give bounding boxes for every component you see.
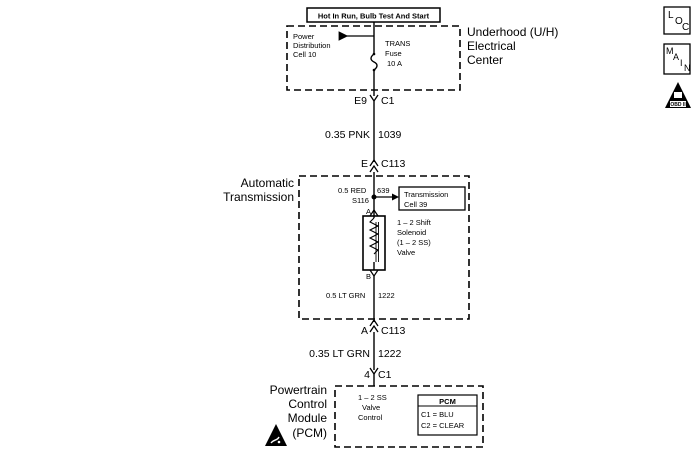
svg-text:Control: Control xyxy=(288,397,327,411)
connector-c113-bottom-pin: A xyxy=(361,325,368,337)
wire-1222-circuit: 1222 xyxy=(378,348,402,360)
svg-text:Module: Module xyxy=(288,411,328,425)
svg-text:Valve: Valve xyxy=(397,248,415,257)
svg-text:(PCM): (PCM) xyxy=(292,426,327,440)
connector-e9-name: C1 xyxy=(381,95,395,107)
svg-text:Solenoid: Solenoid xyxy=(397,228,426,237)
connector-c113-top-name: C113 xyxy=(381,158,405,170)
splice-wire-label: 0.5 RED xyxy=(338,186,367,195)
main-icon: M A I N xyxy=(663,43,691,75)
svg-text:C: C xyxy=(682,22,689,33)
svg-text:Distribution: Distribution xyxy=(293,41,331,50)
connector-c113-top-symbol xyxy=(369,158,379,173)
fuse-label: TRANS Fuse 10 A xyxy=(385,39,410,68)
pcm-legend-box xyxy=(417,394,478,436)
transmission-title: Automatic Transmission xyxy=(223,176,294,204)
svg-text:Cell 10: Cell 10 xyxy=(293,50,316,59)
header-label: Hot In Run, Bulb Test And Start xyxy=(318,12,430,21)
solenoid-coil-icon xyxy=(368,217,380,255)
splice-id: S116 xyxy=(352,196,369,205)
svg-text:Valve: Valve xyxy=(362,403,380,412)
power-distribution-label: Power Distribution Cell 10 xyxy=(293,32,331,59)
svg-text:Center: Center xyxy=(467,53,503,67)
svg-text:Electrical: Electrical xyxy=(467,39,516,53)
solenoid-pin-b: B xyxy=(366,272,371,281)
svg-text:10 A: 10 A xyxy=(387,59,402,68)
svg-text:C1 = BLU: C1 = BLU xyxy=(421,410,454,419)
connector-c113-top-pin: E xyxy=(361,158,368,170)
svg-text:Transmission: Transmission xyxy=(404,190,448,199)
connector-e9-pin: E9 xyxy=(354,95,367,107)
svg-text:C2 = CLEAR: C2 = CLEAR xyxy=(421,421,465,430)
pcm-legend-title: PCM xyxy=(439,397,456,406)
pcm-box xyxy=(334,385,484,448)
svg-text:OBD II: OBD II xyxy=(670,102,686,108)
valve-control-label: 1 – 2 SS Valve Control xyxy=(358,393,387,422)
svg-text:1 – 2 SS: 1 – 2 SS xyxy=(358,393,387,402)
wire-1039-label: 0.35 PNK xyxy=(325,129,370,141)
svg-text:Cell 39: Cell 39 xyxy=(404,200,427,209)
pcm-title: Powertrain Control Module (PCM) xyxy=(270,383,328,440)
esd-warning-icon xyxy=(265,424,287,446)
transmission-cell-label: Transmission Cell 39 xyxy=(404,190,448,209)
svg-text:Control: Control xyxy=(358,413,383,422)
svg-text:N: N xyxy=(684,63,691,73)
svg-text:O: O xyxy=(675,16,683,27)
underhood-title: Underhood (U/H) Electrical Center xyxy=(467,25,558,67)
loc-icon: L O C xyxy=(663,6,691,35)
svg-text:L: L xyxy=(668,10,674,21)
fuse-icon xyxy=(370,53,378,71)
svg-text:Transmission: Transmission xyxy=(223,190,294,204)
obd-ii-icon: OBD II xyxy=(665,82,691,108)
svg-text:1 – 2 Shift: 1 – 2 Shift xyxy=(397,218,432,227)
svg-text:Fuse: Fuse xyxy=(385,49,402,58)
svg-text:Power: Power xyxy=(293,32,315,41)
svg-text:M: M xyxy=(666,46,674,56)
splice-circuit: 639 xyxy=(377,186,390,195)
svg-text:Underhood (U/H): Underhood (U/H) xyxy=(467,25,558,39)
svg-text:A: A xyxy=(673,52,679,62)
wire-inside-label: 0.5 LT GRN xyxy=(326,291,365,300)
svg-text:Automatic: Automatic xyxy=(241,176,294,190)
wire-1039-circuit: 1039 xyxy=(378,129,402,141)
pcm-legend-lines: C1 = BLU C2 = CLEAR xyxy=(421,410,465,430)
connector-c113-bottom-symbol xyxy=(369,318,379,333)
svg-text:(1 – 2 SS): (1 – 2 SS) xyxy=(397,238,431,247)
transmission-cell-box xyxy=(398,186,466,211)
wire-1222-label: 0.35 LT GRN xyxy=(309,348,370,360)
svg-text:Powertrain: Powertrain xyxy=(270,383,327,397)
solenoid-label: 1 – 2 Shift Solenoid (1 – 2 SS) Valve xyxy=(397,218,432,257)
wire-inside-circuit: 1222 xyxy=(378,291,395,300)
transmission-box xyxy=(298,175,470,320)
svg-text:I: I xyxy=(680,58,683,68)
connector-pcm-pin: 4 xyxy=(364,369,370,381)
svg-text:TRANS: TRANS xyxy=(385,39,410,48)
solenoid-pin-a: A xyxy=(366,207,371,216)
connector-c113-bottom-name: C113 xyxy=(381,325,405,337)
connector-pcm-name: C1 xyxy=(378,369,392,381)
